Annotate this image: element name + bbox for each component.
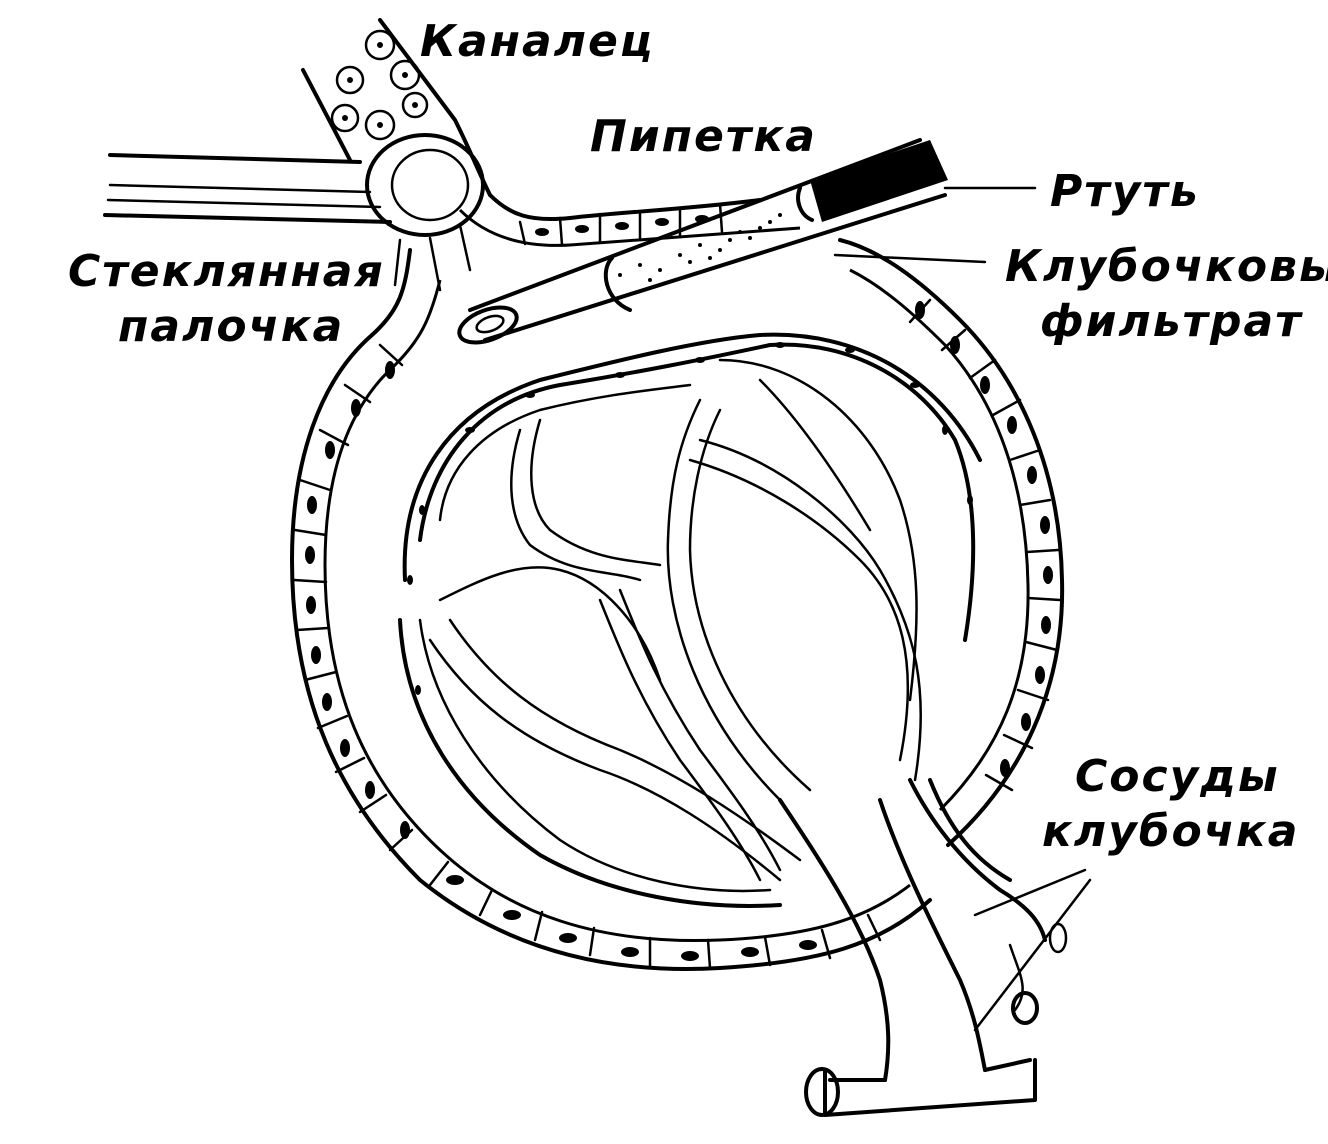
label-tubule: Каналец: [420, 16, 655, 67]
label-pipette: Пипетка: [590, 111, 817, 162]
capsule-nuclei: [305, 301, 1053, 961]
label-vessels-line1: Сосуды: [1075, 751, 1280, 802]
capsule-cells: [292, 298, 1062, 970]
label-glass-rod-line2: палочка: [118, 301, 345, 352]
bowman-capsule: [290, 238, 1065, 971]
pipette: [457, 138, 948, 345]
glomerulus-capillaries: [398, 332, 982, 908]
glomerular-vessels: [778, 778, 1092, 1117]
label-vessels-line2: клубочка: [1042, 806, 1300, 857]
label-mercury: Ртуть: [1050, 166, 1200, 217]
label-filtrate-line2: фильтрат: [1040, 296, 1303, 347]
label-glass-rod-line1: Стеклянная: [68, 246, 385, 297]
label-filtrate-line1: Клубочковый: [1005, 241, 1328, 292]
mercury-column: [810, 140, 948, 222]
leader-lines: [833, 186, 1037, 264]
glass-rod: [103, 133, 485, 292]
filtrate-dots: [618, 213, 782, 282]
